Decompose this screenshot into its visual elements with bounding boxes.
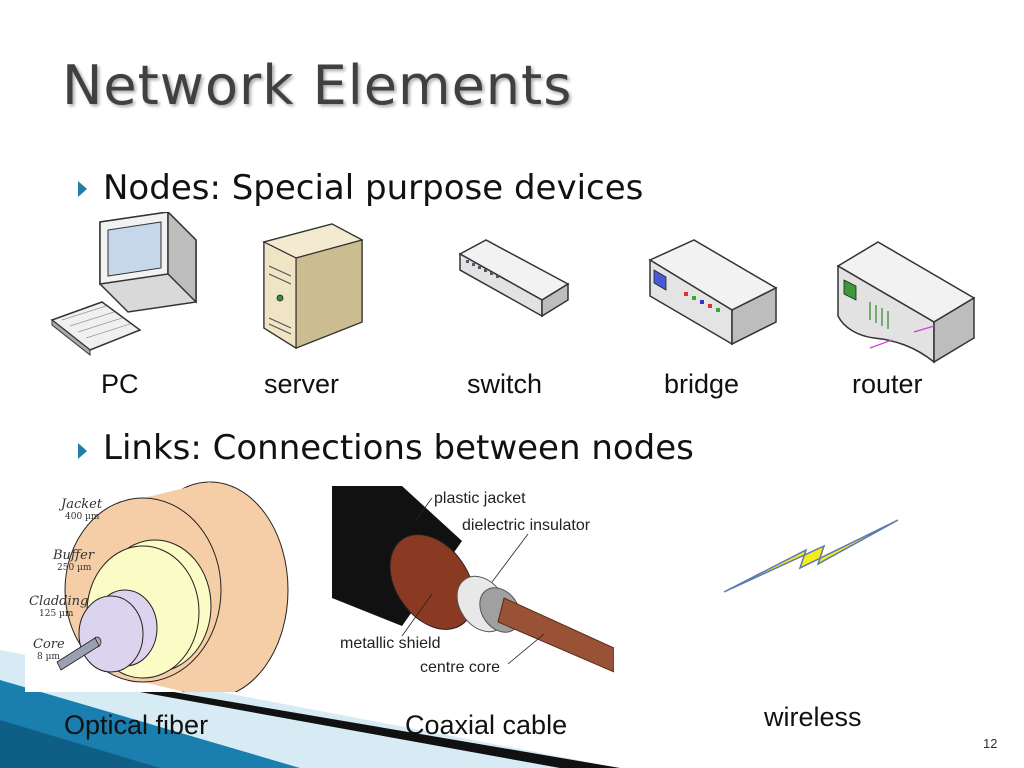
switch-icon [458,239,570,318]
fiber-layer-name: Core [33,637,65,652]
fiber-layer-size: 400 µm [65,512,100,522]
fiber-layer-name: Jacket [58,497,103,512]
caption-optical-fiber: Optical fiber [64,710,209,740]
coaxial-cable-diagram: plastic jacket dielectric insulator meta… [332,486,614,686]
coax-part-label: metallic shield [340,635,440,652]
bridge-icon [648,239,778,346]
router-icon [836,241,976,364]
coax-part-label: centre core [420,659,500,676]
page-number: 12 [983,736,998,751]
device-label-bridge: bridge [664,369,740,399]
fiber-layer-name: Cladding [29,594,88,609]
optical-fiber-diagram: Jacket 400 µm Buffer 250 µm Cladding 125… [25,478,293,692]
bullet-arrow-icon [78,443,87,459]
device-label-switch: switch [467,369,543,399]
fiber-layer-name: Buffer [52,548,95,563]
fiber-layer-size: 125 µm [39,609,74,619]
caption-coaxial-cable: Coaxial cable [405,710,568,740]
coax-part-label: dielectric insulator [462,517,591,534]
pc-icon [50,212,197,357]
nodes-heading: Nodes: Special purpose devices [103,168,644,208]
links-heading: Links: Connections between nodes [103,428,694,468]
server-icon [262,223,364,350]
bullet-arrow-icon [78,181,87,197]
lightning-bolt-icon [723,519,899,593]
caption-wireless: wireless [764,702,862,732]
fiber-layer-size: 8 µm [37,652,60,662]
device-label-router: router [852,369,923,399]
device-label-server: server [264,369,340,399]
slide-title: Network Elements [62,54,573,117]
fiber-layer-size: 250 µm [57,563,92,573]
device-label-pc: PC [101,369,139,399]
coax-part-label: plastic jacket [434,490,526,507]
